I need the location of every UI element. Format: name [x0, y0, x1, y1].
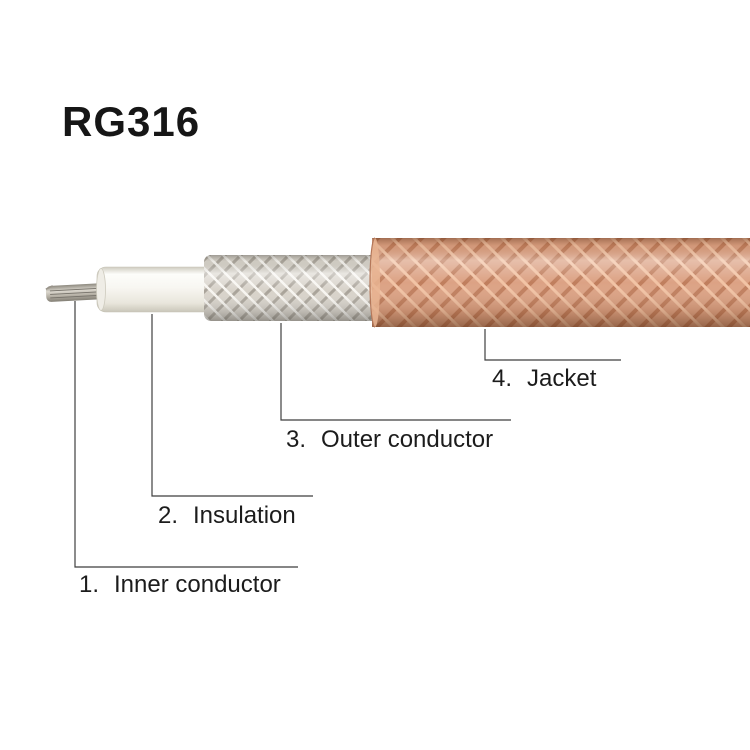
label-outer-conductor: 3. Outer conductor: [286, 426, 494, 453]
leader-line-inner-conductor: [74, 301, 298, 568]
label-inner-conductor: 1. Inner conductor: [79, 571, 281, 598]
label-inner-conductor-number: 1.: [79, 571, 100, 598]
leader-line-outer-conductor: [280, 323, 511, 421]
inner-conductor-graphic: [45, 283, 109, 302]
label-jacket-text: Jacket: [527, 365, 597, 392]
leader-line-insulation: [151, 314, 313, 497]
label-jacket-number: 4.: [492, 365, 513, 392]
jacket-graphic: [369, 237, 750, 328]
label-outer-conductor-text: Outer conductor: [321, 426, 494, 453]
leader-line-jacket: [484, 329, 621, 361]
outer-conductor-graphic: [204, 255, 380, 321]
label-jacket: 4. Jacket: [492, 365, 597, 392]
label-insulation: 2. Insulation: [158, 502, 296, 529]
label-outer-conductor-number: 3.: [286, 426, 307, 453]
label-inner-conductor-text: Inner conductor: [114, 571, 281, 598]
label-insulation-number: 2.: [158, 502, 179, 529]
insulation-graphic: [96, 266, 214, 313]
page-title: RG316: [62, 98, 201, 145]
label-insulation-text: Insulation: [193, 502, 296, 529]
